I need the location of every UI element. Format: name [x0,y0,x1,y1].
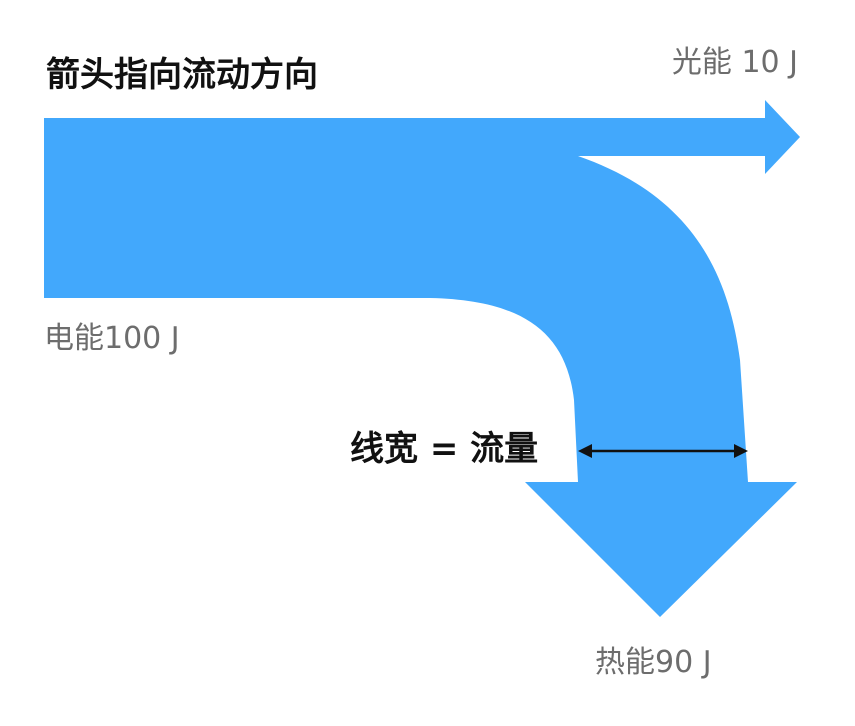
width-equals-flow-label: 线宽 = 流量 [350,429,539,469]
diagram-title: 箭头指向流动方向 [46,55,318,95]
width-indicator-arrow [578,444,748,458]
heat-energy-flow [44,140,797,617]
light-energy-label: 光能 10 J [671,45,798,80]
electric-energy-label: 电能100 J [44,321,180,356]
heat-energy-label: 热能90 J [595,645,712,680]
